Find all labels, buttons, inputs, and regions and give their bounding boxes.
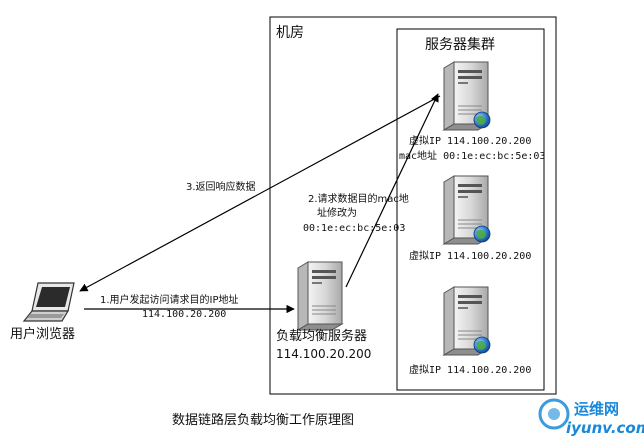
client-name: 用户浏览器	[10, 326, 75, 342]
arrow-step3	[79, 95, 441, 292]
watermark-domain: iyunv.com	[566, 419, 644, 437]
step2-mac: 00:1e:ec:bc:5e:03	[303, 223, 405, 234]
server1-mac: mac地址 00:1e:ec:bc:5e:03	[399, 149, 545, 162]
load-balancer-name: 负载均衡服务器	[276, 328, 367, 344]
step1-ip: 114.100.20.200	[142, 309, 226, 320]
server-cluster-box	[396, 28, 545, 391]
server1-ip: 虚拟IP 114.100.20.200	[409, 134, 531, 147]
server-cluster-title: 服务器集群	[425, 36, 495, 53]
arrow-step2	[345, 93, 439, 288]
watermark-brand: 运维网	[574, 400, 619, 418]
server3-ip: 虚拟IP 114.100.20.200	[409, 363, 531, 376]
machine-room-box	[269, 16, 557, 395]
server-icon	[443, 286, 491, 356]
step2-label-cont: 址修改为	[317, 206, 357, 219]
step1-label: 1.用户发起访问请求目的IP地址	[100, 293, 239, 306]
step3-label: 3.返回响应数据	[186, 180, 256, 193]
server-icon	[443, 61, 491, 131]
watermark: 运维网 iyunv.com	[538, 398, 644, 437]
diagram-caption: 数据链路层负载均衡工作原理图	[172, 412, 354, 428]
server-icon	[443, 175, 491, 245]
laptop-icon	[22, 282, 75, 322]
server2-ip: 虚拟IP 114.100.20.200	[409, 249, 531, 262]
machine-room-title: 机房	[276, 25, 304, 41]
load-balancer-server-icon	[297, 261, 343, 331]
step2-label: 2.请求数据目的mac地	[308, 192, 409, 205]
watermark-logo-icon	[538, 398, 570, 430]
load-balancer-ip: 114.100.20.200	[276, 347, 371, 361]
